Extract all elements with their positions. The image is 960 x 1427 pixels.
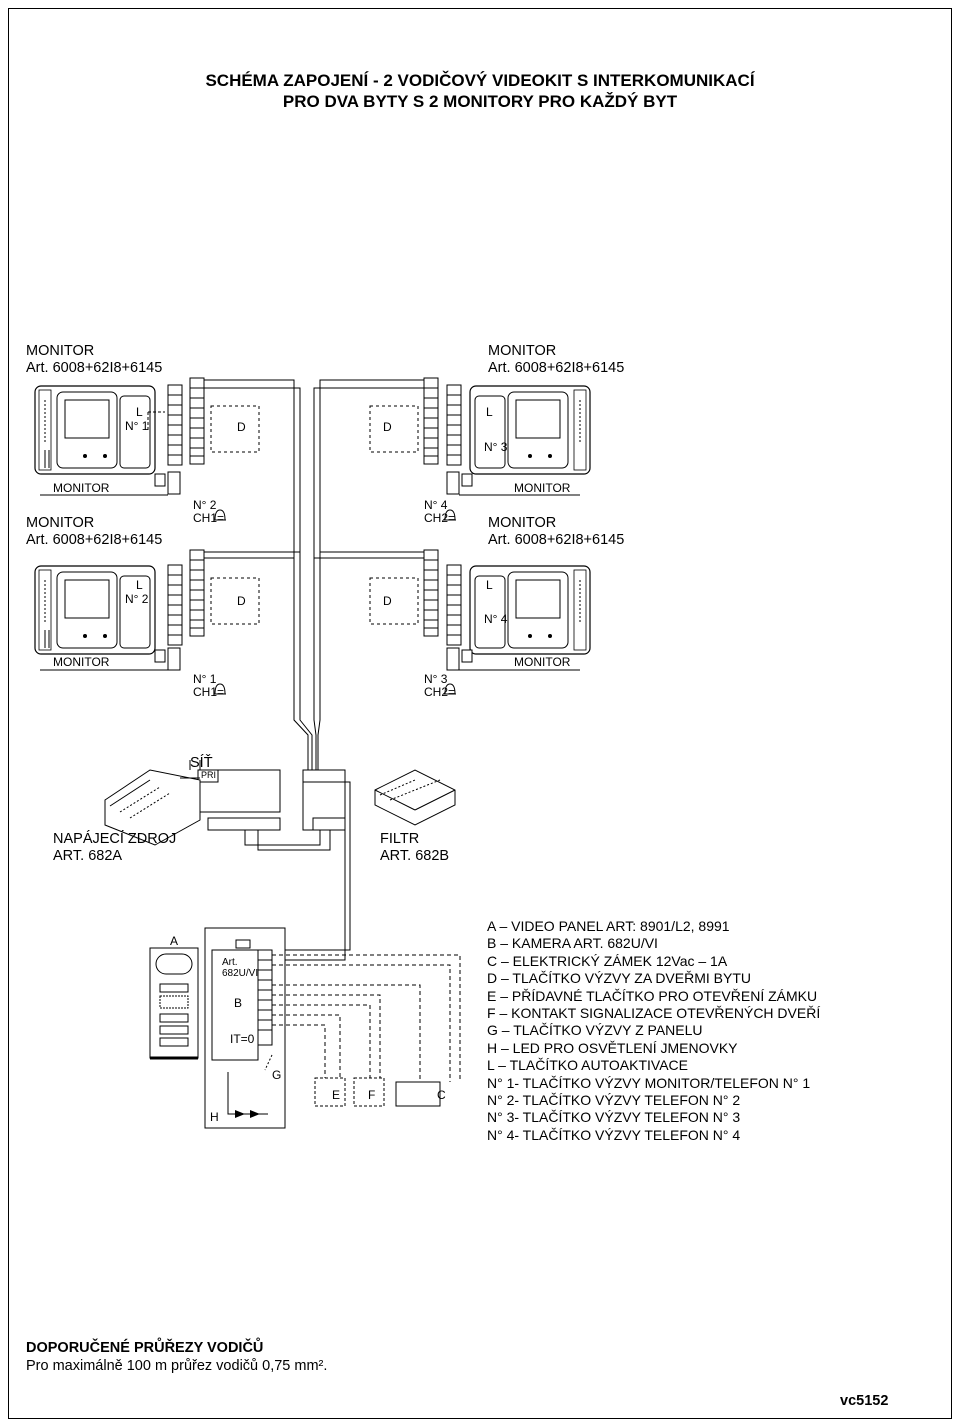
monitor-2-name: MONITOR — [26, 515, 95, 531]
legend-item: B – KAMERA ART. 682U/VI — [487, 935, 658, 952]
channel-1-number: N° 2 — [193, 498, 217, 512]
legend-item: N° 4- TLAČÍTKO VÝZVY TELEFON N° 4 — [487, 1126, 741, 1143]
monitor-1-caption: MONITOR — [53, 481, 110, 495]
filter-name: FILTR — [380, 831, 420, 847]
monitor-3-caption: MONITOR — [514, 481, 571, 495]
monitor-n3-device — [469, 385, 591, 475]
legend-item: C – ELEKTRICKÝ ZÁMEK 12Vac – 1A — [487, 952, 728, 969]
monitor-3-number: N° 3 — [484, 440, 508, 454]
monitor-1-number: N° 1 — [125, 419, 149, 433]
pri-label: PRI — [201, 770, 217, 780]
button-l-label-1: L — [136, 405, 143, 419]
legend-item: F – KONTAKT SIGNALIZACE OTEVŘENÝCH DVEŘÍ — [487, 1005, 821, 1022]
channel-2b-label: CH2= — [424, 685, 456, 699]
page-frame — [8, 8, 952, 1419]
monitor-2-caption: MONITOR — [53, 655, 110, 669]
legend-item: H – LED PRO OSVĚTLENÍ JMENOVKY — [487, 1039, 738, 1056]
panel-h-label: H — [210, 1110, 219, 1124]
monitor-3-art: Art. 6008+62I8+6145 — [488, 360, 625, 376]
legend-item: L – TLAČÍTKO AUTOAKTIVACE — [487, 1057, 688, 1074]
channel-1b-number: N° 1 — [193, 672, 217, 686]
legend-item: A – VIDEO PANEL ART: 8901/L2, 8991 — [487, 918, 730, 934]
legend-item: G – TLAČÍTKO VÝZVY Z PANELU — [487, 1022, 703, 1039]
title-line-1: SCHÉMA ZAPOJENÍ - 2 VODIČOVÝ VIDEOKIT S … — [205, 71, 755, 90]
channel-2b-number: N° 3 — [424, 672, 448, 686]
module-it-label: IT=0 — [230, 1032, 255, 1046]
title-line-2: PRO DVA BYTY S 2 MONITORY PRO KAŽDÝ BYT — [282, 92, 678, 111]
monitor-1-name: MONITOR — [26, 343, 95, 359]
panel-a-label: A — [170, 934, 179, 948]
module-model-label: 682U/VI — [222, 968, 259, 979]
channel-1b-label: CH1= — [193, 685, 225, 699]
monitor-2-number: N° 2 — [125, 592, 149, 606]
legend: A – VIDEO PANEL ART: 8901/L2, 8991 B – K… — [487, 918, 820, 1144]
monitor-4-art: Art. 6008+62I8+6145 — [488, 532, 625, 548]
monitor-4-caption: MONITOR — [514, 655, 571, 669]
button-d-label-4: D — [383, 594, 392, 608]
legend-item: E – PŘÍDAVNÉ TLAČÍTKO PRO OTEVŘENÍ ZÁMKU — [487, 987, 818, 1004]
button-d-label-1: D — [237, 420, 246, 434]
monitor-3-name: MONITOR — [488, 343, 557, 359]
legend-item: N° 2- TLAČÍTKO VÝZVY TELEFON N° 2 — [487, 1092, 741, 1109]
button-l-label-4: L — [486, 578, 493, 592]
button-l-label-2: L — [486, 405, 493, 419]
module-art-label: Art. — [222, 957, 238, 968]
panel-f-label: F — [368, 1088, 376, 1102]
panel-c-label: C — [437, 1088, 446, 1102]
channel-2-number: N° 4 — [424, 498, 448, 512]
channel-2-label: CH2= — [424, 511, 456, 525]
module-b-label: B — [234, 996, 243, 1010]
monitor-1-art: Art. 6008+62I8+6145 — [26, 360, 163, 376]
panel-e-label: E — [332, 1088, 341, 1102]
legend-item: D – TLAČÍTKO VÝZVY ZA DVEŘMI BYTU — [487, 970, 751, 987]
footer-text: Pro maximálně 100 m průřez vodičů 0,75 m… — [26, 1358, 328, 1374]
net-label: SÍŤ — [190, 755, 213, 771]
legend-item: N° 3- TLAČÍTKO VÝZVY TELEFON N° 3 — [487, 1109, 741, 1126]
panel-g-label: G — [272, 1068, 282, 1082]
button-l-label-3: L — [136, 578, 143, 592]
button-d-label-3: D — [237, 594, 246, 608]
button-d-label-2: D — [383, 420, 392, 434]
filter-art: ART. 682B — [380, 848, 450, 864]
channel-1-label: CH1= — [193, 511, 225, 525]
monitor-4-number: N° 4 — [484, 612, 508, 626]
document-code: vc5152 — [840, 1393, 889, 1409]
legend-item: N° 1- TLAČÍTKO VÝZVY MONITOR/TELEFON N° … — [487, 1074, 811, 1091]
monitor-4-name: MONITOR — [488, 515, 557, 531]
monitor-2-art: Art. 6008+62I8+6145 — [26, 532, 163, 548]
power-name: NAPÁJECÍ ZDROJ — [53, 831, 177, 847]
footer-heading: DOPORUČENÉ PRŮŘEZY VODIČŮ — [26, 1340, 264, 1356]
power-art: ART. 682A — [53, 848, 123, 864]
